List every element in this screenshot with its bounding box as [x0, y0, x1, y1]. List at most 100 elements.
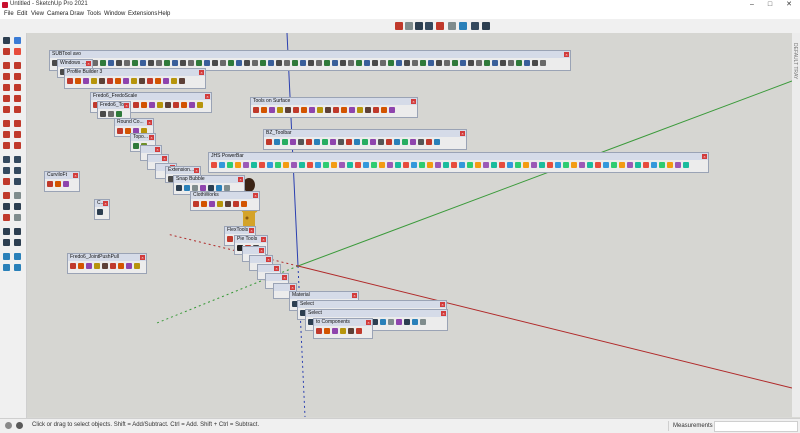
tool-icon[interactable] — [184, 185, 190, 191]
toolbar-header[interactable] — [141, 146, 161, 153]
tool-icon[interactable] — [443, 162, 449, 168]
toolbar-header[interactable]: Fredo6_FredoScale — [91, 93, 211, 100]
tool-icon[interactable] — [86, 263, 92, 269]
tool-icon[interactable] — [163, 78, 169, 84]
tool-icon[interactable] — [452, 60, 458, 66]
tool-icon[interactable] — [483, 162, 489, 168]
close-toolbar-button[interactable]: × — [702, 154, 707, 159]
tool-icon[interactable] — [338, 139, 344, 145]
toolbar-header[interactable]: Select — [306, 310, 447, 317]
look-around-icon[interactable] — [482, 22, 490, 30]
tool-icon[interactable] — [355, 162, 361, 168]
tool-icon[interactable] — [197, 102, 203, 108]
tool-icon[interactable] — [298, 139, 304, 145]
tool-icon[interactable] — [123, 78, 129, 84]
tool-icon[interactable] — [410, 139, 416, 145]
tool-icon[interactable] — [434, 139, 440, 145]
tool-icon[interactable] — [500, 60, 506, 66]
tool-icon[interactable] — [100, 111, 106, 117]
tool-icon[interactable] — [356, 60, 362, 66]
toolbar-header[interactable]: ClothWorks — [191, 192, 259, 199]
tool-icon[interactable] — [332, 328, 338, 334]
orbit-tool-icon[interactable] — [3, 192, 10, 199]
tool-icon[interactable] — [293, 107, 299, 113]
close-toolbar-button[interactable]: × — [124, 103, 129, 108]
pan-tool-icon[interactable] — [14, 192, 21, 199]
tool-icon[interactable] — [317, 107, 323, 113]
tool-icon[interactable] — [60, 69, 66, 75]
tool-icon[interactable] — [275, 162, 281, 168]
tool-icon[interactable] — [370, 139, 376, 145]
close-toolbar-button[interactable]: × — [460, 131, 465, 136]
tool-icon[interactable] — [284, 60, 290, 66]
tool-icon[interactable] — [235, 162, 241, 168]
zoom-extents-icon[interactable] — [436, 22, 444, 30]
tool-icon[interactable] — [124, 60, 130, 66]
tool-icon[interactable] — [340, 60, 346, 66]
tool-icon[interactable] — [94, 263, 100, 269]
tool-icon[interactable] — [269, 107, 275, 113]
offset-icon[interactable] — [14, 142, 21, 149]
tool-icon[interactable] — [131, 78, 137, 84]
component-icon[interactable] — [14, 37, 21, 44]
tool-icon[interactable] — [388, 319, 394, 325]
toolbar-header[interactable]: Fredo6_JointPushPull — [68, 254, 146, 261]
tool-icon[interactable] — [603, 162, 609, 168]
tool-icon[interactable] — [70, 263, 76, 269]
toolbar-to-components[interactable]: to Components × — [313, 318, 373, 339]
close-toolbar-button[interactable]: × — [103, 201, 108, 206]
tool-icon[interactable] — [627, 162, 633, 168]
tool-icon[interactable] — [412, 60, 418, 66]
close-toolbar-button[interactable]: × — [149, 135, 154, 140]
toolbar-icon-row[interactable] — [47, 181, 77, 189]
tool-icon[interactable] — [364, 60, 370, 66]
tool-icon[interactable] — [491, 162, 497, 168]
tool-icon[interactable] — [611, 162, 617, 168]
toolbar-header[interactable]: Material — [290, 292, 358, 299]
toolbar-icon-row[interactable] — [176, 185, 242, 193]
tool-icon[interactable] — [467, 162, 473, 168]
tool-icon[interactable] — [372, 60, 378, 66]
tool-icon[interactable] — [389, 107, 395, 113]
close-toolbar-button[interactable]: × — [261, 237, 266, 242]
tool-icon[interactable] — [225, 201, 231, 207]
tool-icon[interactable] — [149, 102, 155, 108]
zoom-extents-tool-icon[interactable] — [3, 214, 10, 221]
eraser-icon[interactable] — [14, 48, 21, 55]
tool-icon[interactable] — [324, 328, 330, 334]
tool-icon[interactable] — [587, 162, 593, 168]
zoom-window-icon[interactable] — [425, 22, 433, 30]
tool-icon[interactable] — [539, 162, 545, 168]
tool-icon[interactable] — [426, 139, 432, 145]
tool-icon[interactable] — [563, 162, 569, 168]
tool-icon[interactable] — [332, 60, 338, 66]
tool-icon[interactable] — [403, 162, 409, 168]
tool-icon[interactable] — [619, 162, 625, 168]
menu-tools[interactable]: Tools — [87, 11, 102, 17]
menu-file[interactable]: File — [4, 11, 14, 17]
close-toolbar-button[interactable]: × — [352, 293, 357, 298]
tool-icon[interactable] — [192, 185, 198, 191]
tool-icon[interactable] — [108, 111, 114, 117]
tool-icon[interactable] — [571, 162, 577, 168]
tool-icon[interactable] — [116, 111, 122, 117]
toolbar-subtool[interactable]: SUBTool avo × — [49, 50, 571, 71]
tool-icon[interactable] — [172, 60, 178, 66]
tool-icon[interactable] — [404, 319, 410, 325]
tool-icon[interactable] — [156, 60, 162, 66]
position-camera-tool-icon[interactable] — [3, 228, 10, 235]
tool-icon[interactable] — [266, 139, 272, 145]
section-plane-icon[interactable] — [14, 239, 21, 246]
tool-icon[interactable] — [261, 107, 267, 113]
tool-icon[interactable] — [110, 263, 116, 269]
tool-icon[interactable] — [63, 181, 69, 187]
tool-icon[interactable] — [260, 60, 266, 66]
toolbar-header[interactable] — [148, 155, 168, 162]
polygon-icon[interactable] — [14, 84, 21, 91]
tool-icon[interactable] — [115, 78, 121, 84]
tool-icon[interactable] — [316, 328, 322, 334]
toolbar-icon-row[interactable] — [211, 162, 706, 170]
tool-icon[interactable] — [411, 162, 417, 168]
tool-icon[interactable] — [237, 245, 243, 251]
close-toolbar-button[interactable]: × — [366, 320, 371, 325]
